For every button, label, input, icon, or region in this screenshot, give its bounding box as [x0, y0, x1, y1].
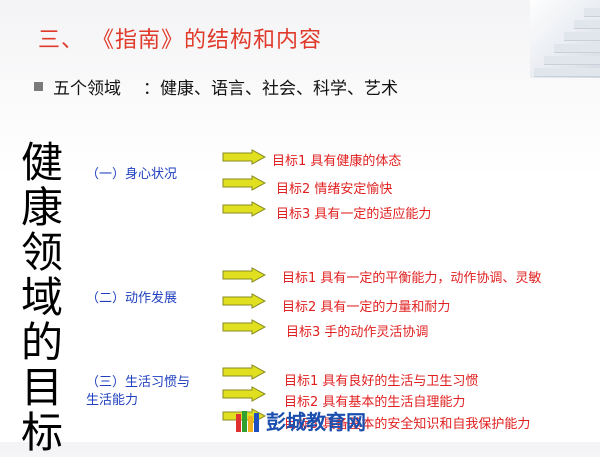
goal-item: 目标3 手的动作灵活协调: [286, 325, 429, 340]
category-label-line: （三）生活习惯与: [86, 375, 191, 390]
vertical-char: 标: [20, 408, 63, 457]
right-arrow-icon: [222, 364, 266, 380]
bullet-five-domains: 五个领域 ： 健康、语言、社会、科学、艺术: [34, 74, 398, 99]
category-label-line: 生活能力: [86, 393, 139, 408]
right-arrow-icon: [222, 267, 266, 283]
vertical-char: 的: [20, 318, 63, 367]
goal-item: 目标1 具有健康的体态: [272, 154, 402, 169]
vertical-char: 目: [20, 363, 63, 412]
goal-item: 目标3 具有一定的适应能力: [276, 207, 432, 222]
vertical-char: 健: [20, 138, 63, 187]
right-arrow-icon: [222, 201, 266, 217]
right-arrow-icon: [222, 293, 266, 309]
vertical-title: 健 康 领 域 的 目 标: [14, 140, 70, 455]
books-logo-icon: [236, 410, 259, 432]
bullet-label: 五个领域: [53, 79, 121, 99]
square-bullet-icon: [34, 82, 43, 91]
goal-item: 目标1 具有一定的平衡能力，动作协调、灵敏: [282, 271, 542, 286]
bullet-separator: ：: [143, 79, 160, 99]
decorative-stairs-image: [530, 0, 600, 78]
right-arrow-icon: [222, 175, 266, 191]
right-arrow-icon: [222, 149, 266, 165]
bullet-text: 健康、语言、社会、科学、艺术: [160, 79, 398, 99]
goal-item: 目标2 具有一定的力量和耐力: [282, 300, 451, 315]
goal-item: 目标1 具有良好的生活与卫生习惯: [284, 374, 479, 389]
category-physical-mental: （一）身心状况: [86, 167, 178, 182]
goal-item: 目标2 具有基本的生活自理能力: [284, 395, 466, 410]
goal-item: 目标2 情绪安定愉快: [276, 182, 393, 197]
watermark-text: 彭城教育网: [266, 410, 366, 434]
vertical-char: 领: [20, 228, 63, 277]
right-arrow-icon: [222, 319, 266, 335]
vertical-char: 域: [20, 273, 63, 322]
category-motor-development: （二）动作发展: [86, 291, 178, 306]
category-life-habits: （三）生活习惯与 生活能力: [86, 374, 190, 410]
right-arrow-icon: [222, 386, 266, 402]
watermark-logo: 彭城教育网: [234, 406, 366, 435]
vertical-char: 康: [20, 183, 63, 232]
slide-title: 三、 《指南》的结构和内容: [38, 28, 322, 53]
goal-item: 目标3 具备基本的安全知识和自我保护能力: [284, 417, 531, 432]
